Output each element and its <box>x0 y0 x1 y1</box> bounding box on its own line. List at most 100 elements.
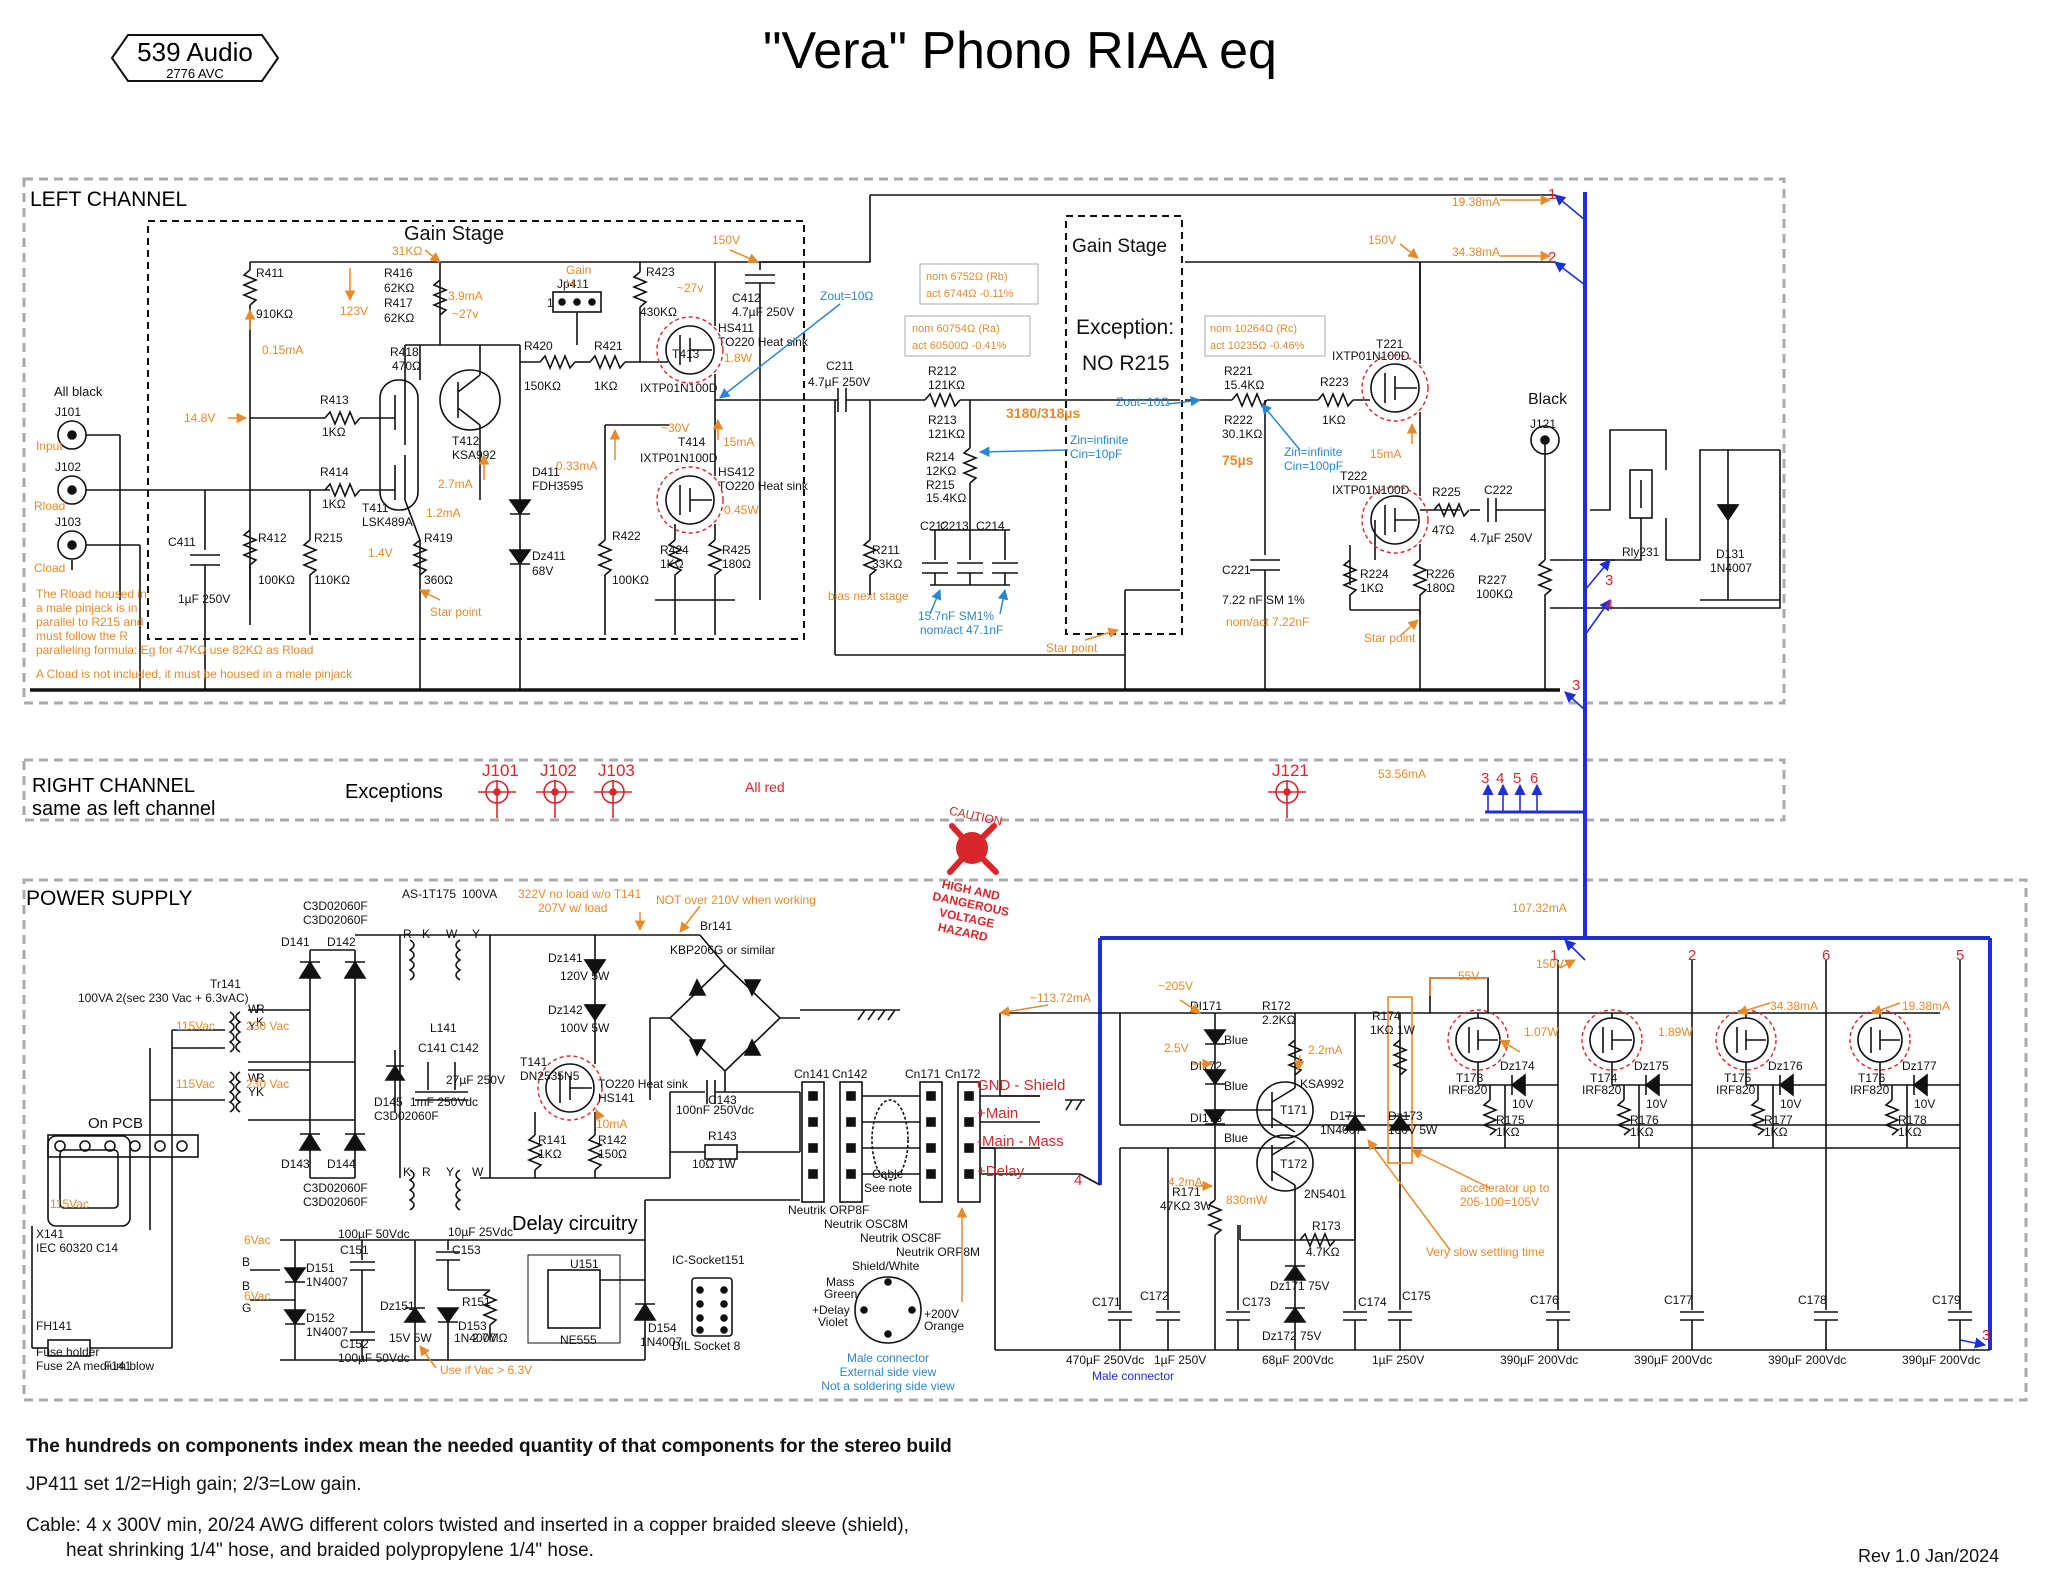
svg-text:10V: 10V <box>1646 1097 1667 1111</box>
svg-text:390µF 200Vdc: 390µF 200Vdc <box>1768 1353 1846 1367</box>
svg-text:2: 2 <box>1548 249 1556 266</box>
svg-text:Violet: Violet <box>818 1315 848 1329</box>
svg-text:Blue: Blue <box>1224 1033 1248 1047</box>
svg-text:230 Vac: 230 Vac <box>246 1019 289 1033</box>
svg-text:5: 5 <box>1513 770 1521 787</box>
svg-text:Cn171: Cn171 <box>905 1067 941 1081</box>
svg-text:B: B <box>242 1255 250 1269</box>
svg-text:Dz172 75V: Dz172 75V <box>1262 1329 1321 1343</box>
svg-text:100VA: 100VA <box>462 887 497 901</box>
svg-text:C152: C152 <box>340 1337 369 1351</box>
svg-text:1KΩ: 1KΩ <box>322 425 346 439</box>
svg-text:34.38mA: 34.38mA <box>1770 999 1818 1013</box>
svg-text:Gain Stage: Gain Stage <box>1072 236 1167 257</box>
svg-text:Fuse 2A medium blow: Fuse 2A medium blow <box>36 1359 154 1373</box>
svg-text:150V: 150V <box>1368 233 1396 247</box>
svg-text:1: 1 <box>1548 186 1556 203</box>
svg-text:R425: R425 <box>722 543 751 557</box>
svg-text:C214: C214 <box>976 519 1005 533</box>
svg-text:68µF 200Vdc: 68µF 200Vdc <box>1262 1353 1334 1367</box>
svg-text:4.7µF 250V: 4.7µF 250V <box>1470 531 1532 545</box>
svg-text:55V: 55V <box>1458 969 1479 983</box>
svg-text:C3D02060F: C3D02060F <box>303 899 368 913</box>
svg-text:Neutrik OSC8F: Neutrik OSC8F <box>860 1231 941 1245</box>
svg-text:Input: Input <box>36 439 63 453</box>
svg-text:D145: D145 <box>374 1095 403 1109</box>
svg-text:C412: C412 <box>732 291 761 305</box>
svg-text:T222: T222 <box>1340 469 1368 483</box>
svg-text:TO220 Heat sink: TO220 Heat sink <box>718 479 809 493</box>
svg-text:R171: R171 <box>1172 1185 1201 1199</box>
svg-text:100µF 50Vdc: 100µF 50Vdc <box>338 1227 410 1241</box>
svg-text:IC-Socket151: IC-Socket151 <box>672 1253 745 1267</box>
orange-arrows <box>228 194 1552 641</box>
svg-text:Star point: Star point <box>1046 641 1098 655</box>
svg-text:R174: R174 <box>1372 1009 1401 1023</box>
svg-text:+Delay: +Delay <box>977 1163 1025 1180</box>
svg-text:150Ω: 150Ω <box>598 1147 627 1161</box>
svg-text:R223: R223 <box>1320 375 1349 389</box>
svg-text:a male pinjack is in: a male pinjack is in <box>36 601 137 615</box>
svg-text:NE555: NE555 <box>560 1333 597 1347</box>
svg-text:1KΩ: 1KΩ <box>1764 1125 1788 1139</box>
svg-text:Tr141: Tr141 <box>210 977 241 991</box>
svg-text:100KΩ: 100KΩ <box>1476 587 1513 601</box>
svg-text:R213: R213 <box>928 413 957 427</box>
svg-text:10V: 10V <box>1512 1097 1533 1111</box>
svg-text:C171: C171 <box>1092 1295 1121 1309</box>
svg-text:R: R <box>403 927 412 941</box>
svg-text:HS411: HS411 <box>718 321 754 335</box>
svg-text:1N4007: 1N4007 <box>1320 1123 1362 1137</box>
svg-text:R418: R418 <box>390 345 419 359</box>
svg-text:150V: 150V <box>1536 957 1564 971</box>
power-supply-title: POWER SUPPLY <box>26 887 192 910</box>
svg-text:47KΩ 3W: 47KΩ 3W <box>1160 1199 1212 1213</box>
svg-text:53.56mA: 53.56mA <box>1378 767 1426 781</box>
svg-text:R176: R176 <box>1630 1113 1659 1127</box>
svg-text:R141: R141 <box>538 1133 567 1147</box>
svg-text:Cn142: Cn142 <box>832 1067 868 1081</box>
svg-text:accelerator up to: accelerator up to <box>1460 1181 1550 1195</box>
svg-text:~27v: ~27v <box>452 307 478 321</box>
svg-text:nom/act 47.1nF: nom/act 47.1nF <box>920 623 1003 637</box>
svg-text:R424: R424 <box>660 543 689 557</box>
svg-text:390µF 200Vdc: 390µF 200Vdc <box>1500 1353 1578 1367</box>
svg-text:IRF820: IRF820 <box>1850 1083 1890 1097</box>
svg-text:3: 3 <box>1982 1327 1990 1344</box>
svg-text:KSA992: KSA992 <box>452 448 496 462</box>
svg-text:1KΩ: 1KΩ <box>322 497 346 511</box>
svg-text:3180/318µs: 3180/318µs <box>1006 405 1080 421</box>
svg-text:Blue: Blue <box>1224 1079 1248 1093</box>
svg-text:D411: D411 <box>532 465 560 479</box>
svg-text:Fuse holder: Fuse holder <box>36 1345 99 1359</box>
svg-text:External side view: External side view <box>840 1365 937 1379</box>
svg-text:2: 2 <box>1688 947 1696 964</box>
svg-text:R226: R226 <box>1426 567 1455 581</box>
svg-text:0.45W: 0.45W <box>724 503 759 517</box>
svg-text:0.15mA: 0.15mA <box>262 343 303 357</box>
svg-text:31KΩ: 31KΩ <box>392 244 422 258</box>
svg-text:R143: R143 <box>708 1129 737 1143</box>
svg-text:539 Audio: 539 Audio <box>137 37 253 67</box>
svg-text:1µF 250V: 1µF 250V <box>178 592 230 606</box>
svg-text:15mA: 15mA <box>723 435 754 449</box>
svg-text:1: 1 <box>547 296 554 310</box>
svg-text:R419: R419 <box>424 531 453 545</box>
svg-text:R413: R413 <box>320 393 349 407</box>
svg-text:HS141: HS141 <box>598 1091 635 1105</box>
svg-text:Cload: Cload <box>34 561 65 575</box>
svg-text:IXTP01N100D: IXTP01N100D <box>1332 483 1410 497</box>
svg-text:nom/act 7.22nF: nom/act 7.22nF <box>1226 615 1309 629</box>
svg-text:All black: All black <box>54 384 103 399</box>
svg-text:IEC 60320 C14: IEC 60320 C14 <box>36 1241 118 1255</box>
svg-text:2.2mA: 2.2mA <box>1308 1043 1343 1057</box>
svg-text:R: R <box>256 1002 265 1016</box>
svg-text:Dz173: Dz173 <box>1388 1109 1423 1123</box>
right-channel-title: RIGHT CHANNEL <box>32 775 195 797</box>
svg-text:1: 1 <box>1550 947 1558 964</box>
svg-text:4: 4 <box>1496 770 1504 787</box>
svg-text:IRF820: IRF820 <box>1448 1083 1488 1097</box>
svg-text:123V: 123V <box>340 304 368 318</box>
svg-text:115Vac: 115Vac <box>176 1077 215 1091</box>
